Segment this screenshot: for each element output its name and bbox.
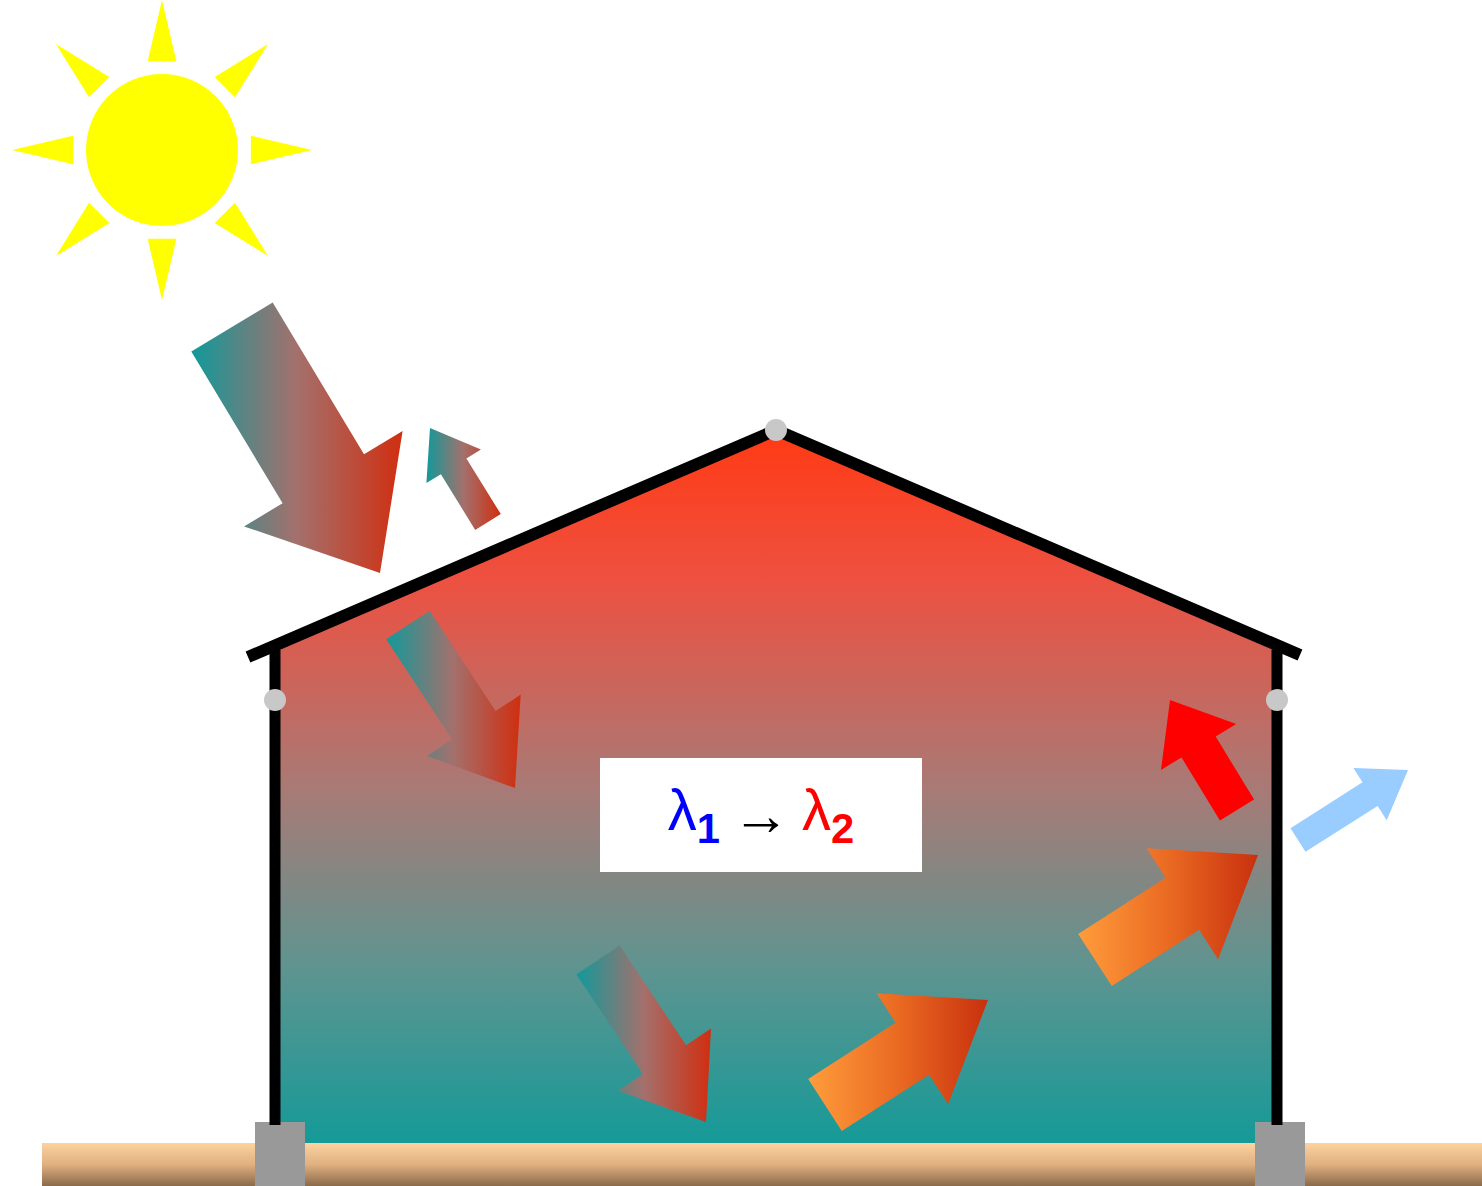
incoming-sunlight-arrow bbox=[191, 303, 402, 574]
trapped-infrared-arrow bbox=[1161, 700, 1254, 820]
greenhouse-interior bbox=[278, 434, 1274, 1145]
sun-disc bbox=[86, 74, 238, 226]
escaping-infrared-arrow bbox=[1291, 768, 1409, 852]
infrared-arrow bbox=[1078, 848, 1258, 986]
sun-ray bbox=[215, 203, 268, 256]
wall bbox=[1272, 650, 1283, 1125]
sun-ray bbox=[56, 44, 109, 97]
wavelength-text: → bbox=[726, 786, 796, 844]
foundation-post bbox=[255, 1122, 305, 1186]
sun-ray bbox=[56, 203, 109, 256]
reflected-light-arrow bbox=[426, 428, 500, 530]
wavelength-box: λ1→λ2 bbox=[600, 758, 922, 872]
wavelength-text: λ1 bbox=[662, 781, 726, 849]
sun-ray bbox=[148, 0, 177, 61]
sun-ray bbox=[251, 136, 312, 165]
sun-ray bbox=[215, 44, 268, 97]
sun-ray bbox=[12, 136, 73, 165]
hinge-dot bbox=[264, 689, 286, 711]
roof bbox=[248, 430, 1300, 657]
hinge-dot bbox=[1266, 689, 1288, 711]
transmitted-light-arrow bbox=[576, 946, 711, 1122]
hinge-dot bbox=[765, 419, 787, 441]
foundation-post bbox=[1255, 1122, 1305, 1186]
wall bbox=[270, 650, 281, 1125]
infrared-arrow bbox=[808, 993, 988, 1131]
sun bbox=[12, 0, 312, 300]
radiation-arrows bbox=[191, 303, 1408, 1132]
wavelength-text: λ2 bbox=[796, 781, 860, 849]
transmitted-light-arrow bbox=[386, 611, 520, 788]
sun-ray bbox=[148, 239, 177, 300]
